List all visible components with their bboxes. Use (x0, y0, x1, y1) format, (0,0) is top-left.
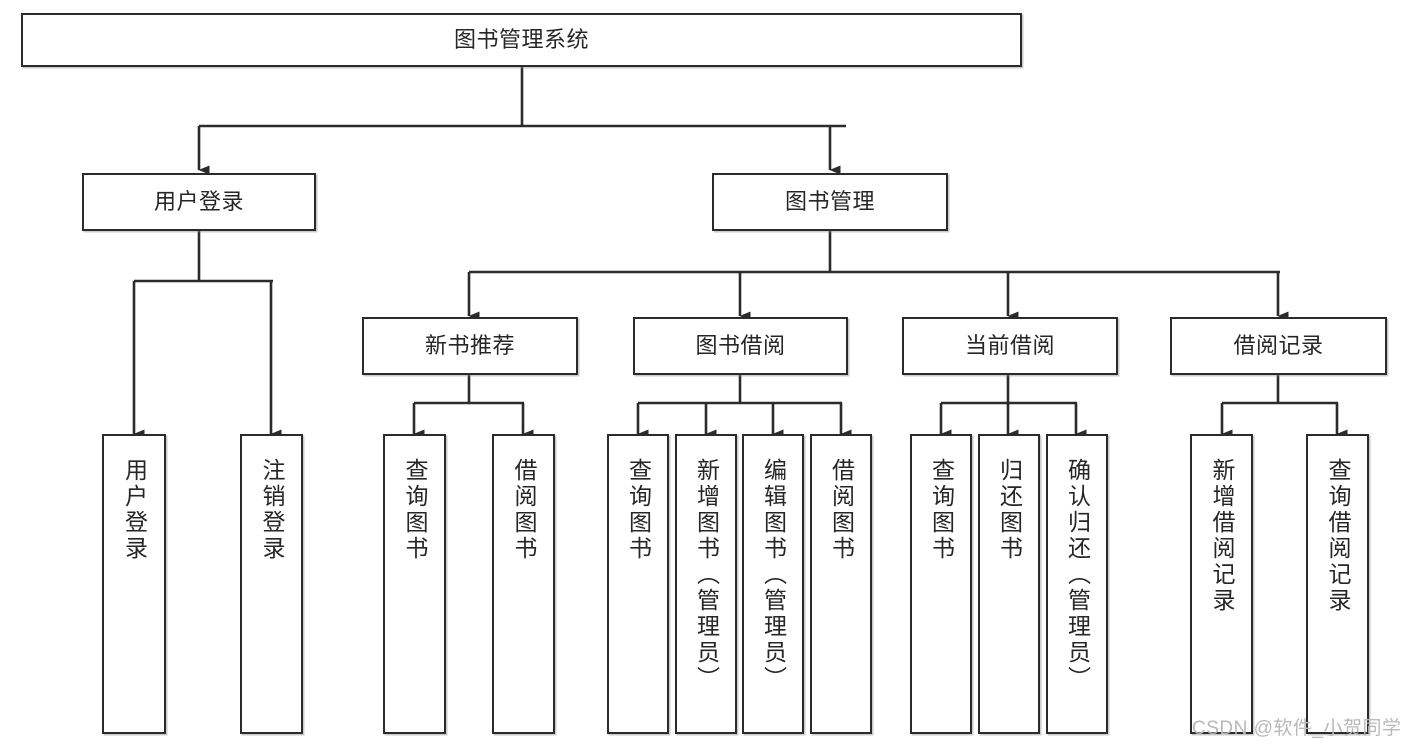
node-leaf-logout-login[interactable]: 注销登录 (240, 434, 303, 734)
node-leaf-logout-login-label: 注销登录 (259, 458, 285, 562)
node-leaf-edit-book[interactable]: 编辑图书（管理员） (742, 434, 804, 734)
node-borrow-record-label: 借阅记录 (1233, 333, 1324, 359)
node-leaf-confirm-return[interactable]: 确认归还（管理员） (1046, 434, 1108, 734)
node-current-borrow[interactable]: 当前借阅 (902, 317, 1118, 375)
node-new-book-recommend-label: 新书推荐 (424, 333, 515, 359)
node-leaf-return-book[interactable]: 归还图书 (978, 434, 1040, 734)
node-leaf-user-login[interactable]: 用户登录 (102, 434, 166, 734)
node-root[interactable]: 图书管理系统 (21, 13, 1022, 67)
node-leaf-query-record-label: 查询借阅记录 (1325, 458, 1351, 614)
node-book-manage-label: 图书管理 (784, 189, 875, 215)
node-leaf-edit-book-label: 编辑图书（管理员） (760, 458, 787, 692)
node-leaf-confirm-return-label: 确认归还（管理员） (1064, 458, 1091, 692)
node-leaf-user-login-label: 用户登录 (121, 458, 148, 562)
node-leaf-borrow-book-1-label: 借阅图书 (511, 458, 537, 562)
node-user-login-label: 用户登录 (153, 189, 244, 215)
node-borrow-record[interactable]: 借阅记录 (1170, 317, 1387, 375)
node-leaf-borrow-book-2[interactable]: 借阅图书 (810, 434, 872, 734)
node-current-borrow-label: 当前借阅 (964, 333, 1055, 359)
node-root-label: 图书管理系统 (453, 27, 589, 53)
node-leaf-add-record-label: 新增借阅记录 (1209, 458, 1235, 614)
node-leaf-add-book[interactable]: 新增图书（管理员） (675, 434, 737, 734)
watermark-label: CSDN @软件_小贺同学 (1192, 718, 1402, 739)
node-user-login[interactable]: 用户登录 (82, 173, 316, 231)
node-leaf-query-record[interactable]: 查询借阅记录 (1306, 434, 1369, 734)
node-new-book-recommend[interactable]: 新书推荐 (362, 317, 578, 375)
node-book-borrow[interactable]: 图书借阅 (633, 317, 848, 375)
node-leaf-query-book-1[interactable]: 查询图书 (383, 434, 446, 734)
node-leaf-borrow-book-2-label: 借阅图书 (828, 458, 855, 562)
node-leaf-query-book-1-label: 查询图书 (402, 458, 428, 562)
node-leaf-borrow-book-1[interactable]: 借阅图书 (492, 434, 555, 734)
node-leaf-add-record[interactable]: 新增借阅记录 (1190, 434, 1253, 734)
node-leaf-query-book-2-label: 查询图书 (625, 458, 652, 562)
node-book-borrow-label: 图书借阅 (695, 333, 786, 359)
node-leaf-return-book-label: 归还图书 (996, 458, 1023, 562)
node-leaf-query-book-2[interactable]: 查询图书 (607, 434, 669, 734)
node-leaf-query-book-3[interactable]: 查询图书 (910, 434, 972, 734)
node-leaf-add-book-label: 新增图书（管理员） (693, 458, 720, 692)
node-leaf-query-book-3-label: 查询图书 (928, 458, 955, 562)
node-book-manage[interactable]: 图书管理 (712, 173, 948, 231)
